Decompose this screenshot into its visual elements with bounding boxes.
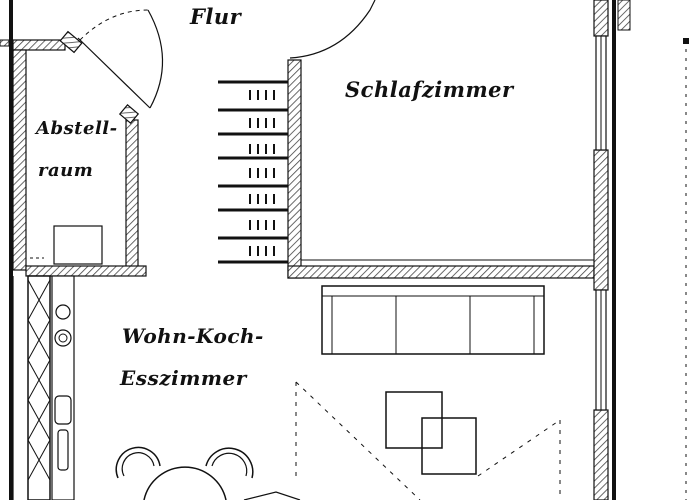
stove-burner-2	[54, 329, 72, 347]
room-label-wohnkoch-line2: Esszimmer	[120, 366, 247, 390]
room-label-abstellraum-line1: Abstell-	[36, 118, 118, 139]
schlafzimmer-left-wall	[287, 59, 302, 279]
coffee-table-1	[385, 391, 443, 449]
abstellraum-top-wall	[12, 39, 66, 51]
schlafzimmer-door-arc	[289, 0, 376, 59]
kitchen-appliance-strip	[51, 275, 75, 500]
outer-wall-right	[612, 0, 616, 500]
dining-chair-right	[205, 447, 254, 479]
abstellraum-bottom-wall	[25, 265, 147, 277]
dashed-diagonal-1	[295, 381, 421, 500]
abstellraum-door-swing	[77, 37, 151, 109]
schlafzimmer-bottom-wall	[287, 265, 595, 279]
storage-box	[53, 225, 103, 265]
dining-table	[143, 466, 227, 500]
abstellraum-door-jamb-right	[118, 104, 140, 124]
dining-chair-right-inner	[211, 452, 248, 477]
room-label-flur: Flur	[190, 4, 242, 29]
sink	[54, 395, 72, 425]
dining-table-edge	[243, 491, 301, 500]
wall-left-strip	[0, 39, 10, 47]
dashed-diagonal-2	[477, 419, 561, 477]
dining-chair-left-inner	[121, 452, 155, 477]
stove-burner-1	[55, 304, 71, 320]
staircase	[218, 80, 288, 264]
kitchen-counter-cross	[27, 279, 51, 481]
sofa	[321, 285, 545, 355]
kitchen-counter	[27, 275, 51, 500]
terrace-mark	[683, 38, 689, 44]
right-wall-mid	[593, 149, 609, 291]
room-label-abstellraum-line2: raum	[38, 160, 94, 181]
abstellraum-right-wall	[125, 119, 139, 273]
room-label-wohnkoch-line1: Wohn-Koch-	[122, 324, 264, 348]
abstellraum-door-jamb-top	[59, 30, 83, 54]
coffee-table-2	[421, 417, 477, 475]
stair-ticks	[249, 90, 275, 256]
dining-chair-left	[115, 446, 161, 479]
abstellraum-left-wall	[12, 49, 27, 271]
abstellraum-door-arc	[147, 9, 164, 109]
right-wall-upper	[593, 0, 609, 37]
outer-wall-left	[9, 0, 13, 500]
flur-door-dashed-arc	[79, 9, 149, 41]
stove-burner-2-inner	[58, 333, 68, 343]
sink-basin	[57, 429, 69, 471]
right-outer-hatch	[617, 0, 631, 31]
room-label-schlafzimmer: Schlafzimmer	[345, 77, 514, 102]
right-wall-lower	[593, 409, 609, 500]
